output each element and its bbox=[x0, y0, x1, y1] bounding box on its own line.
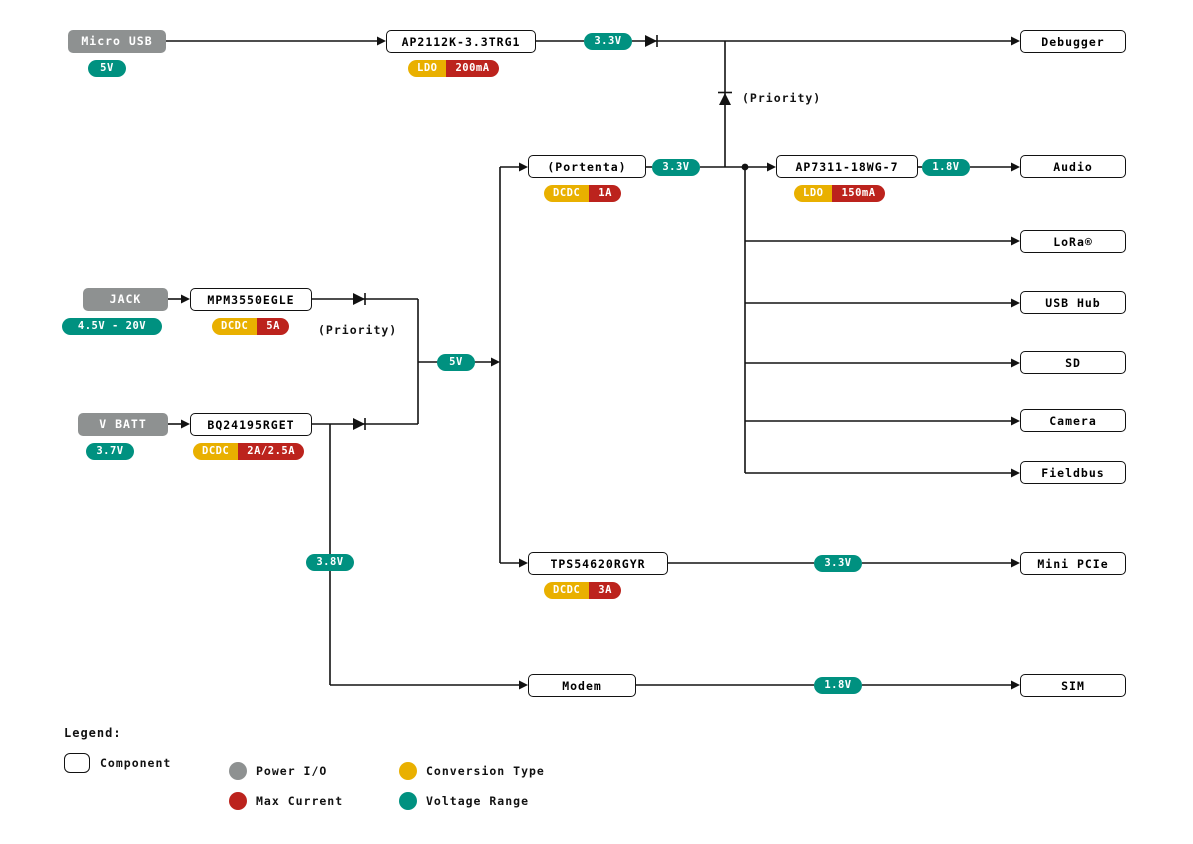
legend-component-label: Component bbox=[100, 756, 172, 770]
legend-power-io-label: Power I/O bbox=[256, 764, 328, 778]
voltage-pill-3v8-rail: 3.8V bbox=[306, 554, 354, 571]
junction-dot bbox=[741, 163, 749, 171]
node-sd: SD bbox=[1020, 351, 1126, 374]
voltage-pill-tps-out: 3.3V bbox=[814, 555, 862, 572]
legend-title: Legend: bbox=[64, 726, 122, 740]
node-ap2112k: AP2112K-3.3TRG1 bbox=[386, 30, 536, 53]
node-tps54620: TPS54620RGYR bbox=[528, 552, 668, 575]
node-bq24195: BQ24195RGET bbox=[190, 413, 312, 436]
arrowhead-icons bbox=[181, 36, 1020, 690]
conversion-type-label: DCDC bbox=[212, 318, 258, 335]
node-lora: LoRa® bbox=[1020, 230, 1126, 253]
voltage-pill-portenta-out: 3.3V bbox=[652, 159, 700, 176]
diode-icon-priority-up bbox=[718, 91, 732, 105]
legend-max-current-label: Max Current bbox=[256, 794, 344, 808]
voltage-pill-ap7311-out: 1.8V bbox=[922, 159, 970, 176]
node-fieldbus: Fieldbus bbox=[1020, 461, 1126, 484]
conversion-capsule-mpm3550: DCDC 5A bbox=[212, 318, 289, 335]
voltage-pill-5v-rail: 5V bbox=[437, 354, 475, 371]
diode-icon-jack bbox=[353, 293, 366, 305]
voltage-pill-micro-usb: 5V bbox=[88, 60, 126, 77]
node-audio: Audio bbox=[1020, 155, 1126, 178]
conversion-capsule-ap2112k: LDO 200mA bbox=[408, 60, 499, 77]
node-jack: JACK bbox=[83, 288, 168, 311]
conversion-capsule-bq24195: DCDC 2A/2.5A bbox=[193, 443, 305, 460]
legend-voltage-range-label: Voltage Range bbox=[426, 794, 530, 808]
diode-icon-vbatt bbox=[353, 418, 366, 430]
conversion-type-label: DCDC bbox=[544, 185, 590, 202]
wires bbox=[166, 40, 1012, 686]
node-sim: SIM bbox=[1020, 674, 1126, 697]
max-current-dot-icon bbox=[229, 792, 247, 810]
node-camera: Camera bbox=[1020, 409, 1126, 432]
conversion-type-label: LDO bbox=[408, 60, 447, 77]
node-debugger: Debugger bbox=[1020, 30, 1126, 53]
conversion-capsule-tps54620: DCDC 3A bbox=[544, 582, 621, 599]
conversion-type-label: DCDC bbox=[544, 582, 590, 599]
diode-icon-top bbox=[645, 35, 658, 47]
max-current-label: 1A bbox=[589, 185, 621, 202]
legend-conversion-type-label: Conversion Type bbox=[426, 764, 545, 778]
node-mpm3550: MPM3550EGLE bbox=[190, 288, 312, 311]
conversion-type-label: DCDC bbox=[193, 443, 239, 460]
priority-label-mid: (Priority) bbox=[318, 323, 398, 337]
conversion-capsule-ap7311: LDO 150mA bbox=[794, 185, 885, 202]
node-ap7311: AP7311-18WG-7 bbox=[776, 155, 918, 178]
power-io-dot-icon bbox=[229, 762, 247, 780]
legend-component-swatch bbox=[64, 753, 90, 773]
priority-label-top: (Priority) bbox=[742, 91, 822, 105]
conversion-type-label: LDO bbox=[794, 185, 833, 202]
node-vbatt: V BATT bbox=[78, 413, 168, 436]
voltage-pill-ap2112k-out: 3.3V bbox=[584, 33, 632, 50]
max-current-label: 200mA bbox=[446, 60, 499, 77]
max-current-label: 3A bbox=[589, 582, 621, 599]
max-current-label: 150mA bbox=[832, 185, 885, 202]
voltage-pill-vbatt: 3.7V bbox=[86, 443, 134, 460]
conversion-capsule-portenta: DCDC 1A bbox=[544, 185, 621, 202]
voltage-pill-jack: 4.5V - 20V bbox=[62, 318, 162, 335]
conversion-type-dot-icon bbox=[399, 762, 417, 780]
node-modem: Modem bbox=[528, 674, 636, 697]
voltage-pill-modem-out: 1.8V bbox=[814, 677, 862, 694]
node-portenta: (Portenta) bbox=[528, 155, 646, 178]
max-current-label: 2A/2.5A bbox=[238, 443, 305, 460]
max-current-label: 5A bbox=[257, 318, 289, 335]
voltage-range-dot-icon bbox=[399, 792, 417, 810]
node-mini-pcie: Mini PCIe bbox=[1020, 552, 1126, 575]
node-micro-usb: Micro USB bbox=[68, 30, 166, 53]
node-usb-hub: USB Hub bbox=[1020, 291, 1126, 314]
